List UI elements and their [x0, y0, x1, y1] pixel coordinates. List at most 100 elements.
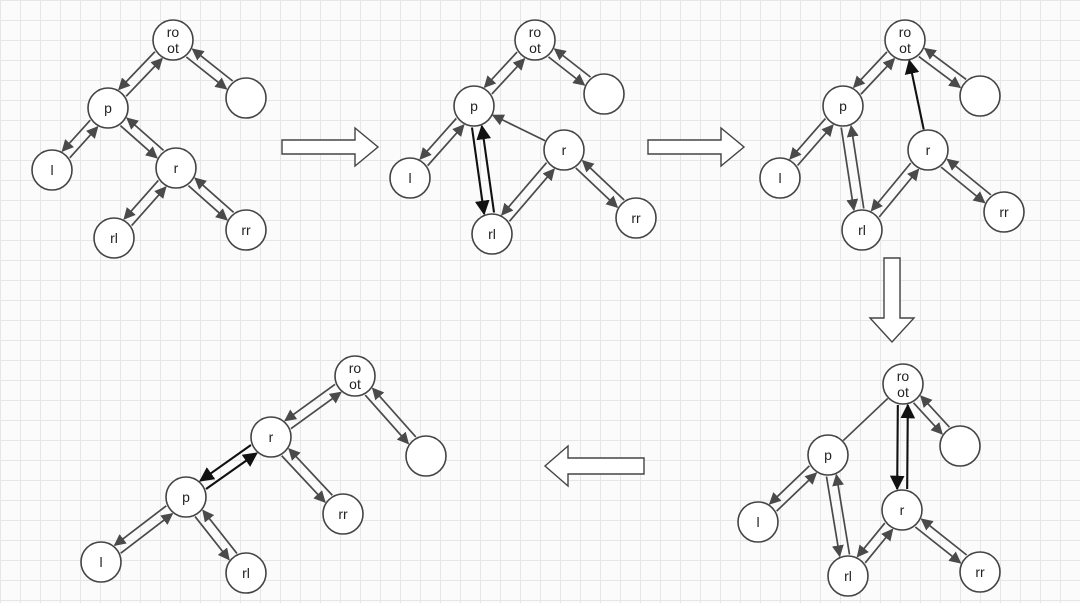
step-arrow-down: [868, 257, 916, 344]
parent-pointer-r-p: [126, 117, 165, 151]
child-pointer-p-l: [419, 117, 457, 160]
parent-pointer-p-root: [491, 57, 526, 95]
parent-pointer-rl-p: [202, 509, 238, 554]
node-sibling: [959, 75, 1001, 117]
node-rl: rl: [841, 209, 883, 251]
child-pointer-p-r: [119, 125, 158, 159]
node-label: ro: [899, 24, 912, 40]
node-p: p: [822, 85, 864, 127]
node-l: l: [737, 501, 779, 543]
parent-pointer-rl-r: [131, 186, 167, 227]
node-r: r: [543, 129, 585, 171]
node-l: l: [389, 157, 431, 199]
node-label: ro: [897, 368, 910, 384]
child-pointer-p-rl: [825, 476, 844, 558]
child-pointer-root-sib: [912, 402, 943, 435]
node-label: p: [824, 447, 832, 463]
child-pointer-r-rr: [281, 455, 326, 503]
child-pointer-p-rl: [470, 127, 490, 216]
parent-pointer-p-r: [205, 452, 258, 490]
node-sibling: [405, 435, 447, 477]
node-label: r: [174, 160, 179, 176]
parent-pointer-sib-root: [553, 48, 592, 78]
node-r: r: [155, 147, 197, 189]
step-arrow-right-2: [647, 126, 746, 168]
child-pointer-root-p: [483, 51, 518, 89]
node-label: rl: [844, 568, 852, 584]
parent-pointer-sib-root: [920, 395, 951, 428]
node-rr: rr: [225, 209, 267, 251]
node-label: ro: [529, 24, 542, 40]
node-r: r: [881, 489, 923, 531]
node-label: p: [182, 489, 190, 505]
child-pointer-root-sib: [185, 56, 228, 90]
node-label: ot: [897, 384, 909, 400]
node-label: p: [470, 98, 478, 114]
node-sibling: [939, 425, 981, 467]
parent-pointer-rl-p: [476, 124, 496, 213]
parent-pointer-rr-r: [288, 448, 333, 496]
node-r: r: [250, 416, 292, 458]
node-label: rr: [631, 210, 641, 226]
parent-pointer-l-p: [796, 124, 834, 167]
parent-pointer-rr-r: [581, 159, 625, 201]
parent-pointer-r-root: [900, 403, 916, 490]
pointer-p-root: [842, 397, 889, 442]
child-pointer-r-rr: [940, 166, 986, 204]
child-pointer-r-rl: [870, 162, 912, 212]
child-pointer-r-rr: [187, 185, 228, 221]
node-label: ot: [167, 40, 179, 56]
node-label: l: [99, 554, 102, 570]
node-label: rl: [110, 230, 118, 246]
node-l: l: [31, 149, 73, 191]
node-p: p: [807, 434, 849, 476]
child-pointer-r-rl: [123, 179, 159, 220]
child-pointer-root-sib: [364, 394, 410, 445]
pointer-r-root: [904, 59, 925, 130]
parent-pointer-p-root: [125, 57, 163, 97]
node-rr: rr: [322, 493, 364, 535]
node-rl: rl: [471, 213, 513, 255]
node-p: p: [87, 87, 129, 129]
node-label: r: [926, 142, 931, 158]
node-label: ot: [529, 40, 541, 56]
child-pointer-r-rr: [575, 167, 619, 209]
node-label: r: [900, 502, 905, 518]
node-label: rl: [858, 222, 866, 238]
parent-pointer-sib-root: [191, 48, 234, 82]
step-arrow-right-1: [281, 126, 380, 168]
node-sibling: [583, 73, 625, 115]
step-arrow-left: [543, 444, 645, 488]
child-pointer-p-l: [113, 505, 167, 546]
child-pointer-p-l: [768, 465, 810, 505]
node-rr: rr: [983, 191, 1025, 233]
node-rl: rl: [225, 552, 267, 594]
node-label: l: [778, 170, 781, 186]
child-pointer-p-l: [61, 119, 91, 152]
child-pointer-root-sib: [547, 56, 586, 86]
child-pointer-root-p: [852, 51, 888, 89]
parent-pointer-rl-r: [878, 168, 920, 218]
parent-pointer-rl-r: [508, 168, 555, 222]
node-rl: rl: [827, 555, 869, 597]
parent-pointer-rl-p: [846, 124, 865, 209]
node-rr: rr: [615, 197, 657, 239]
node-sibling: [225, 77, 267, 119]
node-rr: rr: [959, 551, 1001, 593]
node-label: ro: [349, 360, 362, 376]
parent-pointer-rl-p: [832, 473, 851, 555]
child-pointer-p-rl: [840, 127, 859, 212]
child-pointer-r-rl: [501, 162, 548, 216]
parent-pointer-l-p: [120, 513, 174, 554]
